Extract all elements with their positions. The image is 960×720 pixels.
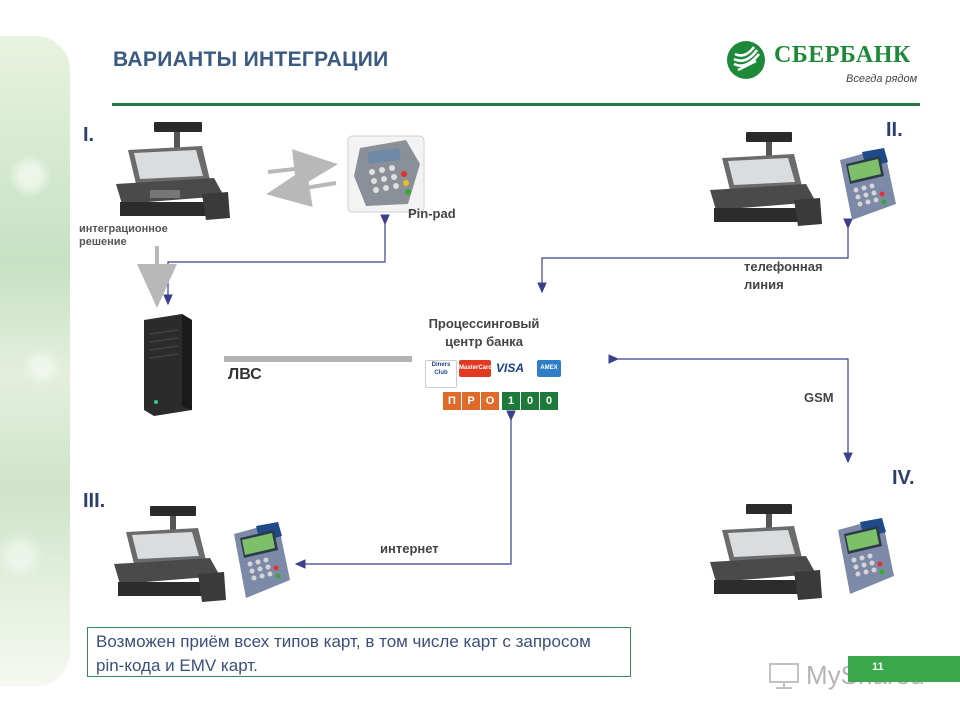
pro-letter: Р: [462, 392, 480, 410]
link-gsm: [608, 354, 853, 464]
diners-club-logo: Diners Club: [425, 360, 457, 388]
sto-digit: 0: [521, 392, 539, 410]
title-divider: [112, 103, 920, 106]
gsm-label: GSM: [804, 390, 834, 405]
link-pos1-pinpad: [163, 214, 390, 306]
card-terminal-icon: [840, 148, 896, 220]
card-terminal-icon: [838, 518, 894, 594]
decorative-side-strip: [0, 36, 70, 686]
card-brands: Diners Club MasterCard VISA AMEX П Р О 1…: [425, 358, 565, 414]
page-number-tab: 11: [848, 656, 960, 682]
pinpad-label: Pin-pad: [408, 206, 456, 221]
variant-3-label: III.: [83, 490, 106, 512]
pos-terminal-icon: [710, 132, 822, 226]
pos-terminal-icon: [114, 506, 226, 602]
pro-letter: П: [443, 392, 461, 410]
variant-4-label: IV.: [892, 467, 915, 489]
lan-label: ЛВС: [228, 366, 262, 383]
pro-letter: О: [481, 392, 499, 410]
visa-logo: VISA: [493, 360, 527, 377]
lan-bar: [224, 356, 412, 362]
variant-2-label: II.: [886, 119, 903, 141]
variant-1-label: I.: [83, 124, 95, 146]
server-icon: [144, 314, 192, 416]
pinpad-to-pos-arrow: [266, 167, 337, 208]
page-number: 11: [872, 661, 884, 673]
page-title: ВАРИАНТЫ ИНТЕГРАЦИИ: [113, 48, 389, 71]
pos-terminal-icon: [116, 122, 230, 220]
phone-line-label: телефонная линия: [744, 259, 823, 292]
sberbank-logo-icon: [727, 41, 765, 79]
note-box: Возможен приём всех типов карт, в том чи…: [87, 627, 631, 677]
sberbank-logo: СБЕРБАНК Всегда рядом: [726, 40, 926, 92]
processing-center-label: Процессинговый центр банка: [428, 316, 540, 349]
sto-digit: 0: [540, 392, 558, 410]
card-terminal-icon: [234, 522, 290, 598]
amex-logo: AMEX: [537, 360, 561, 377]
pos-to-pinpad-arrow: [267, 149, 338, 189]
presentation-icon: [769, 663, 799, 689]
pos-terminal-icon: [710, 504, 822, 600]
sto-digit: 1: [502, 392, 520, 410]
link-internet: [294, 410, 516, 569]
integration-solution-label: интеграционное решение: [79, 223, 168, 248]
pinpad-icon: [347, 135, 425, 213]
logo-name: СБЕРБАНК: [774, 42, 911, 68]
mastercard-logo: MasterCard: [459, 360, 492, 377]
internet-label: интернет: [380, 541, 439, 556]
logo-tagline: Всегда рядом: [846, 73, 918, 85]
link-phone-line: [537, 218, 853, 294]
